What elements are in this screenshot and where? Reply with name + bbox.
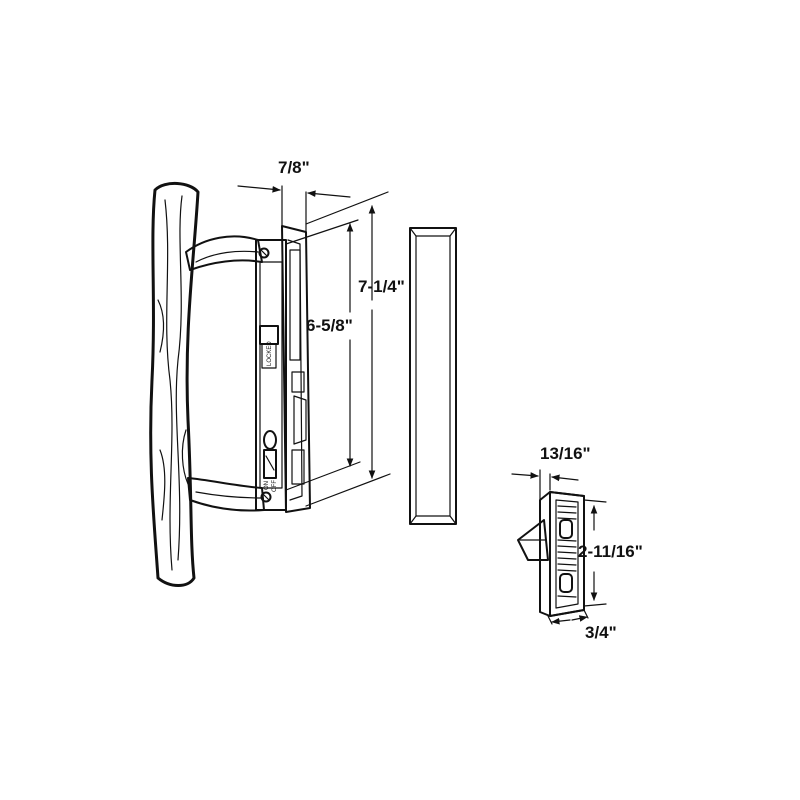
lock-body: LOCKED ON OFF	[255, 225, 311, 513]
switch-knob-icon	[263, 430, 277, 450]
keeper-width-label: 3/4"	[585, 623, 617, 642]
locked-label: LOCKED	[267, 341, 273, 366]
keeper-top-slot-icon	[559, 519, 573, 539]
trim-bar	[409, 227, 457, 525]
dimension-lines	[237, 185, 391, 507]
keeper-height-label: 2-11/16"	[578, 542, 643, 561]
on-label: ON	[264, 481, 270, 490]
overall-height-label: 7-1/4"	[358, 277, 405, 296]
lock-slider-icon	[259, 325, 279, 345]
pull-handle	[149, 182, 265, 587]
bottom-screw-icon	[260, 491, 272, 503]
keeper-bottom-slot-icon	[559, 573, 573, 593]
off-label: OFF	[272, 480, 278, 492]
keeper	[511, 469, 607, 625]
top-screw-icon	[258, 247, 270, 259]
hole-spacing-label: 6-5/8"	[306, 316, 353, 335]
keeper-depth-label: 13/16"	[540, 444, 591, 463]
mount-depth-label: 7/8"	[278, 158, 310, 177]
